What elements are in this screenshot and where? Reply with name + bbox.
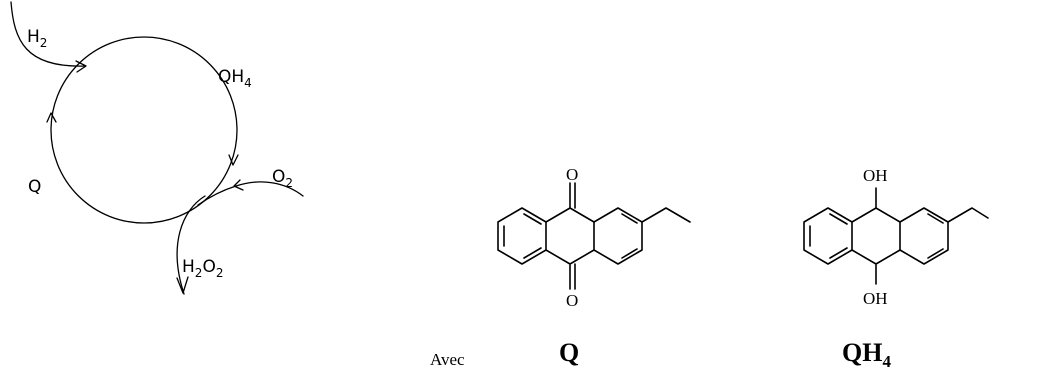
o2-inlet-arrowhead bbox=[233, 179, 244, 191]
h2-inlet-arrowhead bbox=[75, 60, 87, 73]
ring-arrow-left bbox=[46, 112, 57, 123]
h2o2-outlet-curve bbox=[176, 195, 206, 295]
structure-label-qh4: QH4 bbox=[842, 338, 891, 371]
ring-arrow-right bbox=[228, 154, 239, 166]
q-oxygen-bottom: O bbox=[566, 291, 578, 310]
label-h2: H2 bbox=[27, 27, 47, 50]
q-bonds bbox=[497, 182, 691, 290]
label-q: Q bbox=[28, 177, 41, 197]
h2-inlet-curve bbox=[10, 1, 86, 67]
label-o2: O2 bbox=[272, 167, 293, 190]
qh4-oh-top: OH bbox=[863, 166, 888, 185]
qh4-double-bonds bbox=[809, 213, 944, 259]
catalytic-cycle: H2 QH4 O2 Q H2O2 bbox=[10, 1, 304, 295]
label-h2o2: H2O2 bbox=[182, 257, 223, 280]
cycle-ring bbox=[50, 36, 238, 224]
q-double-bonds bbox=[503, 182, 638, 290]
structure-qh4: OH OH bbox=[803, 166, 989, 308]
label-qh4: QH4 bbox=[218, 67, 252, 90]
qh4-oh-bottom: OH bbox=[863, 289, 888, 308]
qh4-bonds bbox=[803, 187, 989, 285]
o2-inlet-curve bbox=[197, 181, 304, 206]
label-avec: Avec bbox=[430, 350, 465, 369]
structure-q: O O bbox=[497, 165, 691, 310]
h2o2-outlet-arrowhead bbox=[176, 276, 189, 294]
q-oxygen-top: O bbox=[566, 165, 578, 184]
structure-label-q: Q bbox=[559, 338, 579, 367]
